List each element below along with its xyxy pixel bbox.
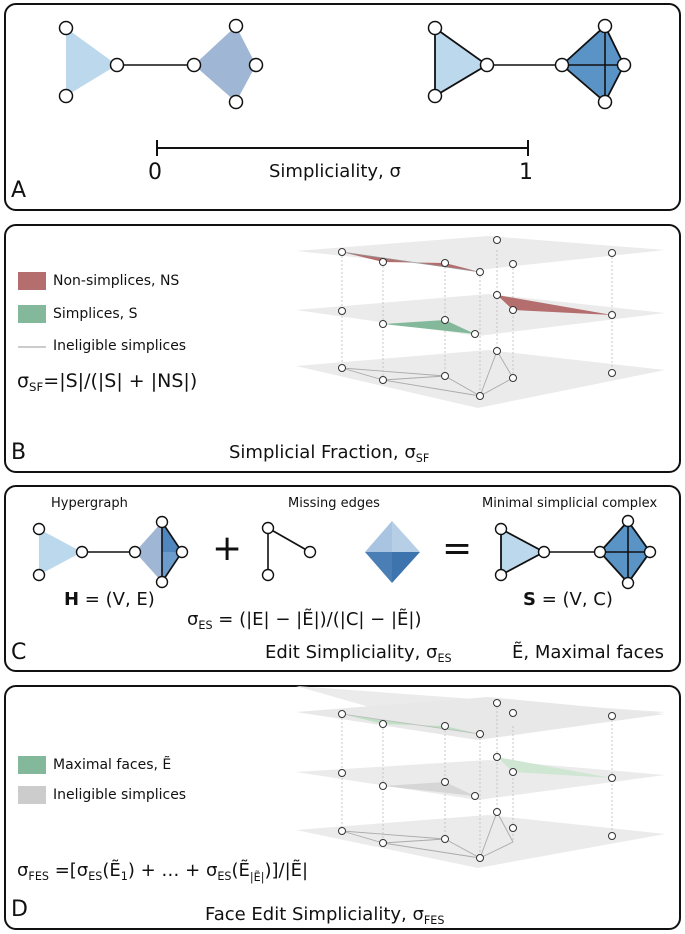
c-plus: + [212,528,243,569]
b-formula: σSF=|S|/(|S| + |NS|) [17,370,197,394]
d-formula-p2: (Ẽ [102,860,121,881]
c-s-rest: = (V, C) [535,589,613,610]
b-nodes [338,236,616,400]
a-left-triangle [66,28,117,96]
c-s-label: S = (V, C) [523,589,613,610]
d-formula-p1: =[σ [48,860,89,881]
b-legend-ineligible-swatch [18,346,46,348]
c-missing-edges-label: Missing edges [288,496,380,511]
c-formula: σES = (|E| − |Ẽ|)/(|C| − |Ẽ|) [187,609,422,632]
d-formula-sigma: σ [17,860,29,881]
d-legend-maxface-label: Maximal faces, Ẽ [53,757,172,773]
b-title-sub: SF [415,451,430,465]
b-legend-simplex-label: Simplices, S [53,306,138,322]
b-mid-nonsimplex [497,295,612,315]
d-legend-ineligible-swatch [18,786,46,804]
c-h-rest: = (V, E) [79,589,155,610]
d-formula-s1: ES [88,869,103,883]
c-formula-rest: = (|E| − |Ẽ|)/(|C| − |Ẽ|) [212,609,422,630]
d-bottom-edges [341,811,514,859]
b-mid-simplex [383,320,475,334]
b-formula-sigma: σ [17,370,30,392]
d-formula-sub: FES [28,869,49,883]
b-legend-nonsimplex-label: Non-simplices, NS [53,273,180,289]
panel-b-letter: B [11,440,27,465]
b-layers [296,236,665,408]
b-formula-rest: =|S|/(|S| + |NS|) [43,370,198,392]
d-formula-s4: |Ẽ| [249,871,265,885]
c-formula-sub: ES [198,618,213,632]
c-minimal-label: Minimal simplicial complex [482,496,658,511]
b-title: Simplicial Fraction, σSF [229,442,429,465]
panel-c [4,485,681,672]
d-formula-p5: )]/|Ẽ| [264,860,309,881]
b-legend-simplex-swatch [18,305,46,323]
c-hypergraph-label: Hypergraph [51,496,128,511]
d-mid-maxface [497,757,612,778]
c-title-sub: ES [437,651,452,665]
d-formula-p4: (Ẽ [231,860,250,881]
c-equals: = [442,528,473,569]
c-h-bold: H [64,589,80,610]
b-legend-nonsimplex-swatch [18,272,46,290]
d-title-main: Face Edit Simpliciality, σ [205,904,424,925]
c-h-label: H = (V, E) [64,589,155,610]
panel-c-letter: C [11,640,27,665]
a-right-triangle [434,26,489,98]
d-formula-p3: ) + … + σ [127,860,218,881]
a-axis-max: 1 [519,160,533,185]
b-legend-ineligible-label: Ineligible simplices [53,338,187,354]
panel-a-letter: A [11,178,27,203]
a-scale-bar [156,140,529,156]
b-bottom-edges [341,350,514,397]
b-title-main: Simplicial Fraction, σ [229,442,416,463]
d-title-sub: FES [423,913,445,927]
panel-d-letter: D [11,897,28,922]
d-formula-s3: ES [217,869,232,883]
c-formula-sigma: σ [187,609,199,630]
c-s-bold: S [523,589,536,610]
panel-b [4,224,681,473]
panel-a [4,3,681,211]
c-s-triangle [500,527,546,577]
d-formula: σFES =[σES(Ẽ1) + … + σES(Ẽ|Ẽ|)]/|Ẽ| [17,860,308,884]
d-mid-ineligible [383,782,475,796]
b-formula-sub: SF [29,380,44,395]
d-title: Face Edit Simpliciality, σFES [205,904,444,927]
a-axis-label: Simpliciality, σ [269,161,401,182]
d-nodes [338,699,616,862]
a-left-tetra [194,26,256,102]
d-legend-ineligible-label: Ineligible simplices [53,787,187,803]
c-title: Edit Simpliciality, σES [265,642,452,665]
c-maximal-faces: Ẽ, Maximal faces [512,642,665,663]
c-title-main: Edit Simpliciality, σ [265,642,438,663]
c-h-triangle [39,529,82,575]
d-formula-s2: 1 [120,869,128,883]
d-legend-maxface-swatch [18,756,46,774]
a-axis-min: 0 [148,160,162,185]
a-nodes [58,18,632,110]
